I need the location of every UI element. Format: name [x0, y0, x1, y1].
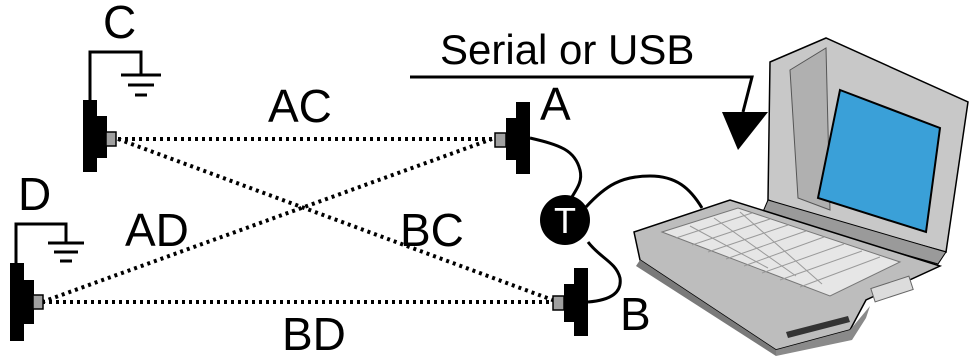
- junction-t: [540, 195, 590, 245]
- path-bc-line: [117, 137, 559, 304]
- node-label-d: D: [18, 168, 51, 220]
- ground-symbol-c: [88, 50, 161, 100]
- path-label-ad: AD: [125, 204, 189, 256]
- path-label-bc: BC: [400, 204, 464, 256]
- transducer-b: [552, 268, 588, 336]
- serial-link-arrow: [410, 75, 768, 150]
- path-label-ac: AC: [268, 80, 332, 132]
- transducer-a: [494, 102, 530, 174]
- junction-t-label: T: [554, 200, 576, 241]
- transducer-d: [10, 263, 44, 341]
- serial-usb-label: Serial or USB: [440, 26, 694, 73]
- node-label-b: B: [620, 288, 651, 340]
- cable-a: [529, 136, 583, 201]
- ground-symbol-d: [14, 222, 84, 263]
- path-ad-line: [41, 137, 493, 304]
- node-label-c: C: [103, 0, 136, 48]
- cable-laptop: [584, 174, 704, 209]
- cable-b: [586, 241, 622, 304]
- node-label-a: A: [540, 78, 571, 130]
- laptop-illustration: [633, 37, 969, 356]
- transducer-c: [83, 100, 117, 172]
- path-label-bd: BD: [282, 308, 346, 356]
